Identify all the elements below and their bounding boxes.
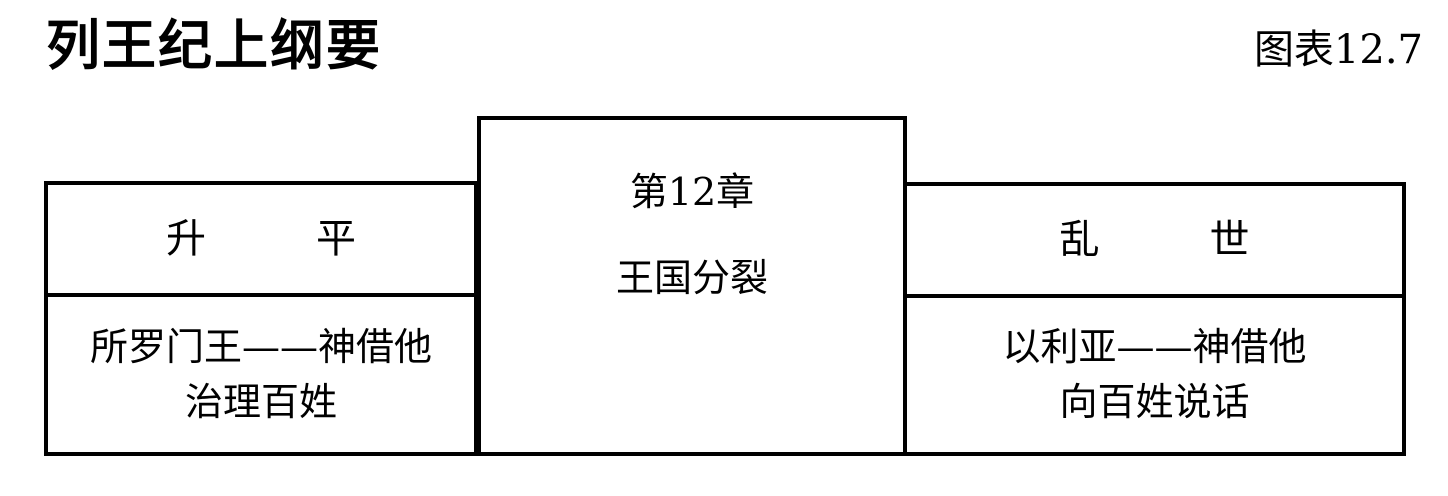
page-title: 列王纪上纲要 xyxy=(46,14,382,77)
right-box: 乱世 以利亚——神借他 向百姓说话 xyxy=(903,182,1406,456)
left-box-content-line-2: 治理百姓 xyxy=(184,379,337,424)
left-box-content-line-1: 所罗门王——神借他 xyxy=(89,324,432,369)
right-box-header-label: 乱世 xyxy=(1059,217,1360,263)
right-box-content-line-2: 向百姓说话 xyxy=(1059,380,1250,424)
right-box-content: 以利亚——神借他 向百姓说话 xyxy=(907,298,1402,452)
center-box-line-2: 王国分裂 xyxy=(615,256,768,300)
left-box-header-label: 升平 xyxy=(166,216,466,262)
center-box-line-1: 第12章 xyxy=(629,170,755,214)
right-box-header: 乱世 xyxy=(907,186,1402,298)
left-box: 升平 所罗门王——神借他 治理百姓 xyxy=(44,181,478,456)
center-box: 第12章 王国分裂 xyxy=(477,116,907,456)
left-box-header: 升平 xyxy=(48,185,474,297)
left-box-content: 所罗门王——神借他 治理百姓 xyxy=(48,297,474,452)
chart-number-label: 图表12.7 xyxy=(1253,27,1423,73)
right-box-content-line-1: 以利亚——神借他 xyxy=(1002,325,1307,369)
